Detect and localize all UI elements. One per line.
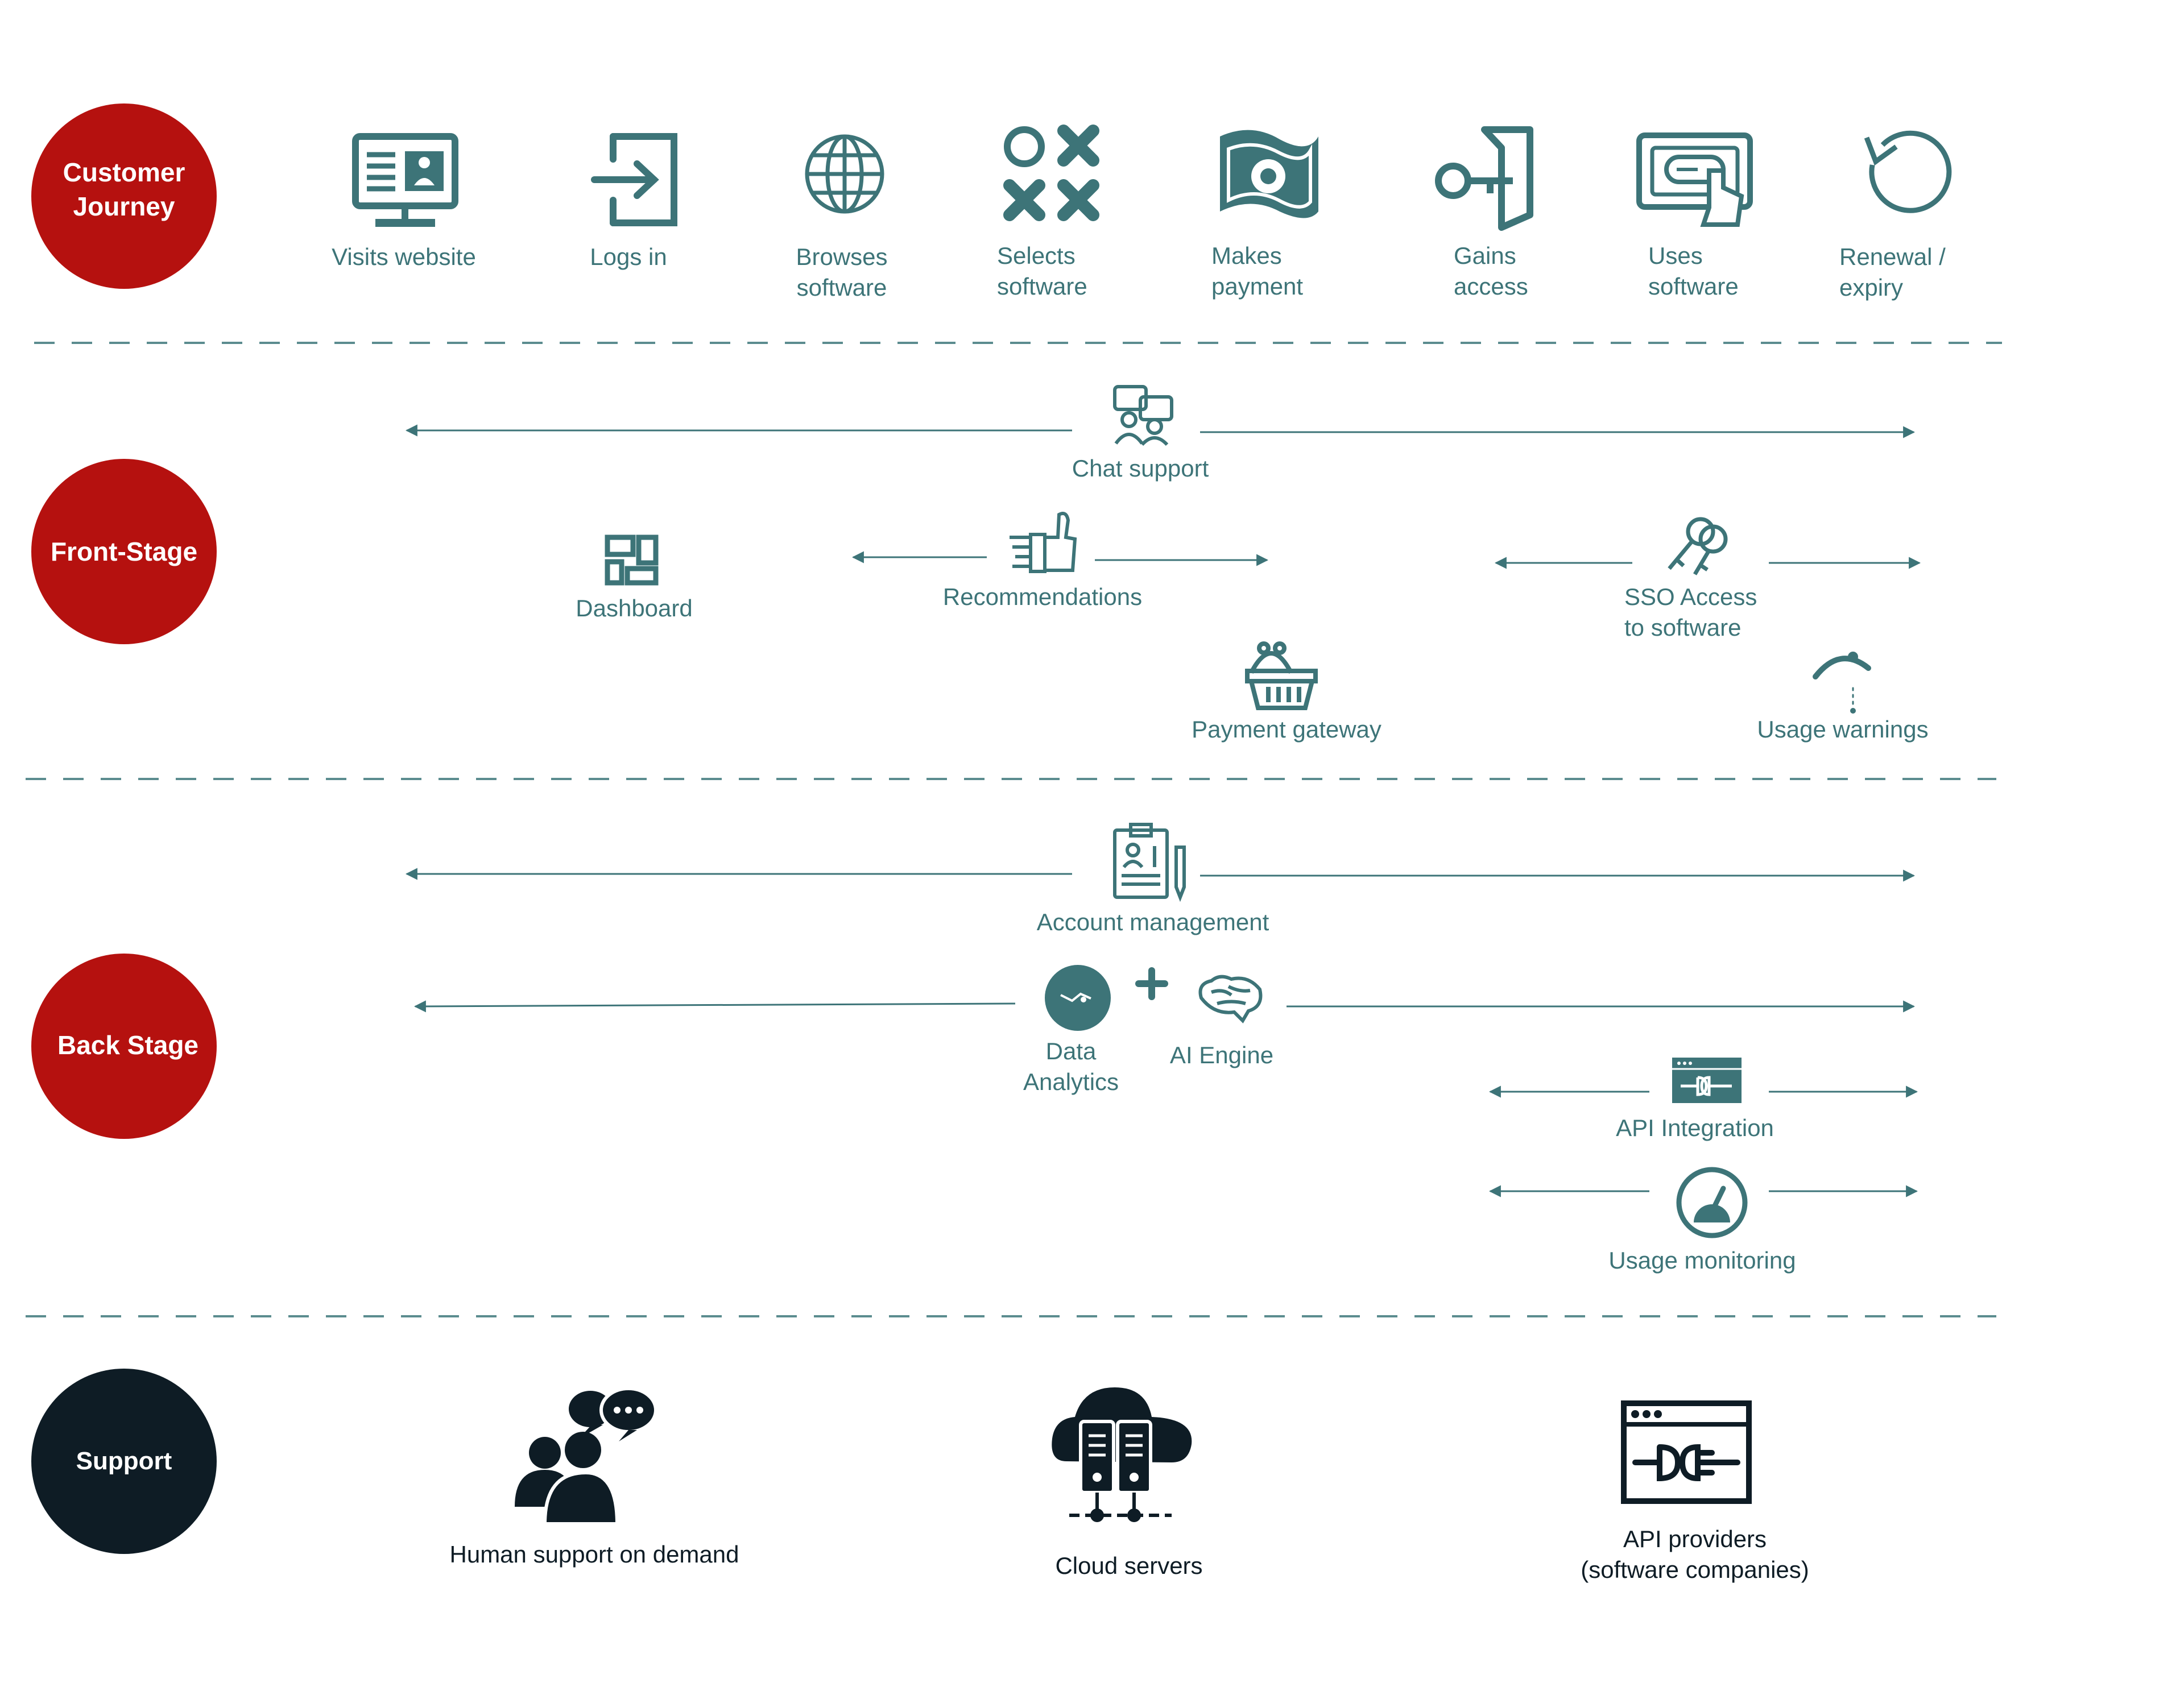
plus-icon <box>1135 967 1168 1000</box>
back-stage-lane-circle <box>31 954 217 1139</box>
human-support-icon <box>515 1387 657 1526</box>
cloud-servers-icon <box>1052 1387 1192 1522</box>
support-lane-circle <box>31 1369 217 1554</box>
analytics-arrow-left <box>413 1000 1016 1013</box>
money-icon <box>1220 130 1318 218</box>
login-icon <box>591 133 677 226</box>
thumbs-up-icon <box>1010 512 1077 573</box>
monitor-profile-icon <box>352 133 458 227</box>
renewal-icon <box>1864 130 1952 213</box>
api-providers-icon <box>1621 1400 1752 1504</box>
front-stage-lane-circle <box>31 459 217 644</box>
data-analytics-icon <box>1045 965 1111 1031</box>
tic-tac-toe-icon <box>1003 125 1099 221</box>
usage-warning-gauge-icon <box>1813 652 1871 714</box>
key-door-icon <box>1435 126 1533 231</box>
tablet-touch-icon <box>1636 132 1753 227</box>
brain-icon <box>1198 975 1263 1023</box>
chat-support-icon <box>1113 385 1173 446</box>
keys-icon <box>1668 517 1728 575</box>
customer-journey-lane-circle <box>31 103 217 289</box>
usage-monitoring-gauge-icon <box>1676 1167 1748 1238</box>
account-management-clipboard-icon <box>1113 823 1186 902</box>
api-integration-icon <box>1672 1058 1742 1103</box>
globe-icon <box>805 134 884 214</box>
shopping-basket-icon <box>1245 641 1318 710</box>
dashboard-icon <box>605 534 659 586</box>
